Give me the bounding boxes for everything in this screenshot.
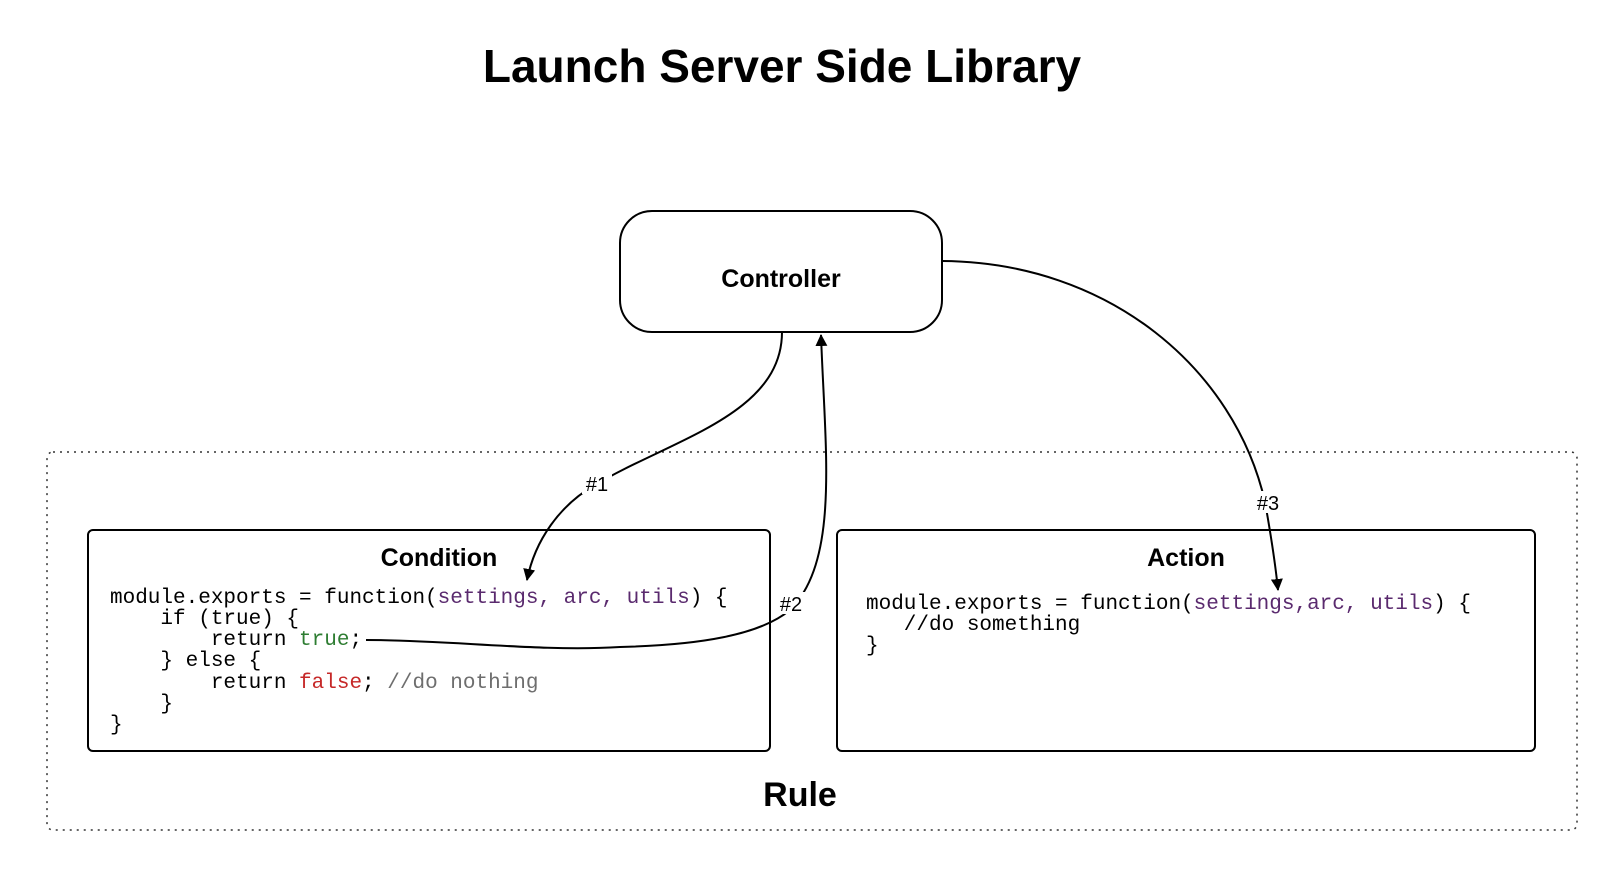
condition-code-line-2: if (true) { [110, 608, 299, 631]
condition-node: Condition module.exports = function(sett… [87, 529, 771, 752]
edge-2-label: #2 [780, 594, 802, 616]
condition-code-line-4: } else { [110, 650, 261, 673]
condition-code-line-7: } [110, 714, 123, 737]
rule-group: Rule [46, 451, 1578, 831]
edge-1-label: #1 [586, 474, 608, 496]
condition-code-line-5: return false; //do nothing [110, 672, 539, 695]
edge-2: #2 [365, 334, 828, 650]
edge-1: #1 [523, 331, 783, 581]
condition-code-line-1: module.exports = function(settings, arc,… [110, 587, 728, 610]
action-code-line-2: //do something [866, 614, 1080, 637]
rule-container [46, 451, 1578, 831]
diagram-title: Launch Server Side Library [483, 40, 1082, 92]
edge-3-label: #3 [1257, 493, 1279, 515]
action-code-line-1: module.exports = function(settings,arc, … [866, 593, 1471, 616]
edge-3-path [941, 260, 1283, 591]
edge-1-path [523, 331, 783, 581]
action-title: Action [1147, 544, 1225, 572]
condition-box [87, 529, 771, 752]
controller-node: Controller [619, 210, 943, 333]
edge-3: #3 [941, 260, 1284, 591]
action-code-line-3: } [866, 635, 879, 658]
condition-title: Condition [381, 544, 498, 572]
condition-code: module.exports = function(settings, arc,… [110, 587, 728, 737]
controller-label: Controller [721, 265, 841, 293]
action-node: Action module.exports = function(setting… [836, 529, 1536, 752]
edge-2-path [365, 334, 828, 650]
condition-code-line-6: } [110, 693, 173, 716]
rule-label: Rule [763, 776, 837, 814]
condition-code-line-3: return true; [110, 629, 362, 652]
action-code: module.exports = function(settings,arc, … [866, 593, 1471, 658]
action-box [836, 529, 1536, 752]
